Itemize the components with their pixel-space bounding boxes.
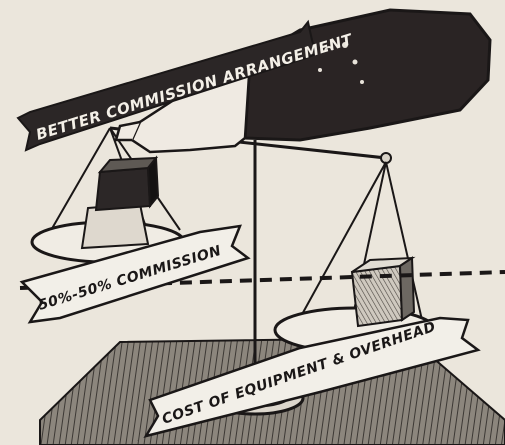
beam-pivot-right — [381, 153, 391, 163]
left-weight-stack — [82, 158, 158, 248]
heavy-weight-block — [352, 258, 414, 326]
